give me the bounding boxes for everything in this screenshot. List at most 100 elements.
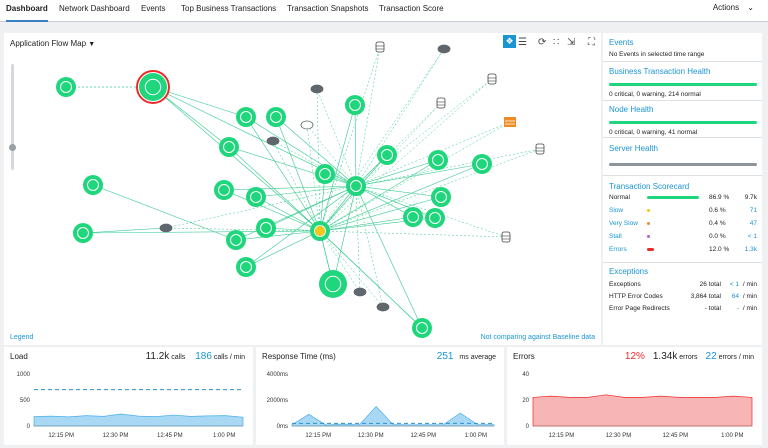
flow-edge[interactable]: [245, 185, 357, 268]
tier-node[interactable]: [219, 137, 239, 157]
baseline-note[interactable]: Not comparing against Baseline data: [480, 334, 595, 341]
flow-edge[interactable]: [245, 116, 321, 232]
flow-map-title[interactable]: Application Flow Map ▼: [10, 39, 95, 48]
tier-node[interactable]: [403, 207, 423, 227]
flow-edge[interactable]: [355, 185, 361, 293]
tier-node[interactable]: [425, 208, 445, 228]
remote-service-icon[interactable]: [353, 287, 367, 297]
tab-dashboard[interactable]: Dashboard: [6, 0, 48, 22]
tier-node[interactable]: [236, 257, 256, 277]
tab-network-dashboard[interactable]: Network Dashboard: [59, 4, 130, 13]
flow-edge[interactable]: [92, 184, 237, 241]
actions-menu[interactable]: Actions ⌄: [713, 3, 754, 12]
node-health-title[interactable]: Node Health: [609, 105, 654, 114]
scorecard-label[interactable]: Stall: [609, 233, 622, 240]
scorecard-label[interactable]: Errors: [609, 246, 627, 253]
flow-edge[interactable]: [275, 116, 321, 232]
tier-node[interactable]: [345, 95, 365, 115]
tier-node[interactable]: [377, 145, 397, 165]
tier-node[interactable]: [472, 154, 492, 174]
flow-edge[interactable]: [319, 46, 381, 232]
flow-edge[interactable]: [319, 230, 423, 329]
flow-edge[interactable]: [245, 230, 321, 268]
tier-node[interactable]: [346, 176, 366, 196]
flow-edge[interactable]: [235, 230, 321, 241]
flow-edge[interactable]: [228, 146, 357, 187]
grid-icon[interactable]: ∷: [553, 37, 560, 48]
flow-edge[interactable]: [319, 121, 511, 232]
flow-edge[interactable]: [355, 48, 445, 187]
remote-service-icon[interactable]: [266, 136, 280, 146]
exceptions-title[interactable]: Exceptions: [609, 267, 649, 276]
events-title[interactable]: Events: [609, 38, 634, 47]
tab-events[interactable]: Events: [141, 4, 166, 13]
flow-edge[interactable]: [355, 159, 439, 187]
remote-service-icon[interactable]: [310, 84, 324, 94]
scorecard-title[interactable]: Transaction Scorecard: [609, 182, 690, 191]
scorecard-label[interactable]: Slow: [609, 207, 624, 214]
scorecard-label[interactable]: Very Slow: [609, 220, 638, 227]
scorecard-count[interactable]: 1.3k: [744, 246, 757, 253]
fullscreen-icon[interactable]: ⛶: [588, 37, 595, 48]
tier-node[interactable]: [412, 318, 432, 338]
tab-transaction-snapshots[interactable]: Transaction Snapshots: [287, 4, 369, 13]
tier-node[interactable]: [214, 180, 234, 200]
series-area[interactable]: [291, 405, 495, 427]
server-health-bar[interactable]: [609, 163, 757, 166]
exception-rate[interactable]: -: [736, 305, 739, 312]
node-health-bar[interactable]: [609, 121, 757, 124]
flow-edge[interactable]: [319, 102, 442, 232]
flow-edge[interactable]: [319, 48, 445, 232]
layout-map-icon[interactable]: ❖: [503, 35, 516, 48]
flow-edge[interactable]: [165, 185, 357, 229]
tier-node[interactable]: [310, 221, 330, 241]
flow-edge[interactable]: [355, 148, 541, 187]
database-icon[interactable]: [501, 231, 511, 243]
scorecard-count[interactable]: 71: [749, 207, 757, 214]
server-health-title[interactable]: Server Health: [609, 144, 658, 153]
series-area[interactable]: [532, 394, 753, 427]
remote-service-icon[interactable]: [300, 120, 314, 130]
flow-edge[interactable]: [355, 163, 483, 187]
response-time-title[interactable]: Response Time (ms): [262, 352, 336, 361]
tier-node[interactable]: [83, 175, 103, 195]
zoom-slider-handle[interactable]: [9, 144, 16, 151]
flow-edge[interactable]: [235, 185, 357, 241]
zoom-slider[interactable]: [9, 64, 16, 170]
compress-icon[interactable]: ⇲: [567, 37, 576, 48]
flow-edge[interactable]: [255, 185, 357, 198]
tier-node[interactable]: [236, 107, 256, 127]
flow-edge[interactable]: [319, 230, 361, 293]
flow-edge[interactable]: [355, 185, 442, 198]
load-title[interactable]: Load: [10, 352, 28, 361]
flow-edge[interactable]: [319, 148, 541, 232]
load-rate[interactable]: 186: [195, 351, 212, 362]
remote-service-icon[interactable]: [376, 302, 390, 312]
errors-title[interactable]: Errors: [513, 352, 535, 361]
flow-edge[interactable]: [319, 196, 442, 232]
flow-edge[interactable]: [272, 140, 357, 187]
database-icon[interactable]: [487, 73, 497, 85]
flow-edge[interactable]: [82, 227, 167, 234]
flow-edge[interactable]: [319, 230, 384, 308]
response-avg[interactable]: 251: [436, 351, 454, 362]
flow-edge[interactable]: [275, 116, 357, 187]
refresh-icon[interactable]: ⟳: [538, 37, 547, 48]
tier-node[interactable]: [256, 218, 276, 238]
tier-node[interactable]: [56, 77, 76, 97]
flow-edge[interactable]: [306, 124, 357, 187]
flow-edge[interactable]: [355, 185, 507, 238]
flow-edge[interactable]: [165, 227, 321, 232]
flow-edge[interactable]: [319, 216, 414, 232]
series-area[interactable]: [33, 413, 244, 427]
flow-edge[interactable]: [245, 116, 357, 187]
